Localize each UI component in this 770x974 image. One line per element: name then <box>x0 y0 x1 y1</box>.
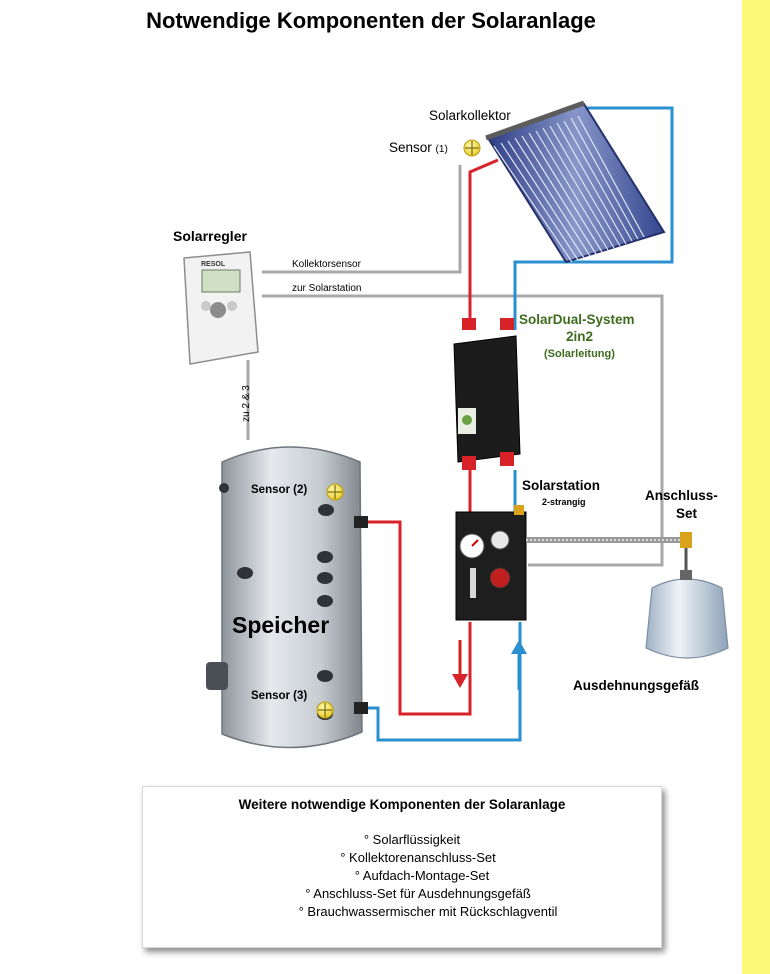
sensor-3-icon <box>316 701 334 719</box>
solarregler-label: Solarregler <box>173 228 247 244</box>
anschluss-set-label-line1: Anschluss- <box>645 488 718 503</box>
list-item: ° Kollektorenanschluss-Set <box>340 850 496 865</box>
ausdehnungsgefaess-label: Ausdehnungsgefäß <box>573 678 700 693</box>
cold-pipe-bottom <box>362 622 522 742</box>
zu-2-3-label: zu 2 & 3 <box>240 385 252 422</box>
solarstation-strang-label: 2-strangig <box>542 497 586 507</box>
list-item: ° Brauchwassermischer mit Rückschlagvent… <box>298 904 558 919</box>
solardual-note: (Solarleitung) <box>544 348 615 360</box>
components-box: Weitere notwendige Komponenten der Solar… <box>142 786 662 948</box>
sensor-3-label: Sensor (3) <box>251 690 308 702</box>
solarstation-label: Solarstation <box>522 478 601 493</box>
kollektorsensor-line <box>262 165 462 274</box>
expansion-vessel-icon <box>645 570 729 659</box>
storage-tank-icon <box>206 446 368 749</box>
list-item: ° Anschluss-Set für Ausdehnungsgefäß <box>305 886 531 901</box>
sensor-2-label: Sensor (2) <box>251 484 308 496</box>
connection-hose-icon <box>526 532 692 572</box>
sensor-1-label: Sensor (1) <box>389 140 448 155</box>
kollektorsensor-label: Kollektorsensor <box>292 259 361 270</box>
solar-controller-icon: RESOL <box>183 251 259 365</box>
signal-lines <box>246 165 664 567</box>
sensor-1-label-num: (1) <box>435 144 448 155</box>
zur-solarstation-label: zur Solarstation <box>292 283 362 294</box>
solarkollektor-label: Solarkollektor <box>429 108 511 123</box>
hot-pipes <box>362 158 499 716</box>
collector-return-pipe <box>513 106 674 330</box>
speicher-label: Speicher <box>232 612 330 638</box>
hot-pipe-bottom <box>362 520 472 716</box>
solar-station-icon <box>455 505 527 621</box>
anschluss-set-label-line2: Set <box>676 506 698 521</box>
list-item: ° Solarflüssigkeit <box>363 832 461 847</box>
side-strip <box>742 0 770 974</box>
solardual-subtitle: 2in2 <box>566 329 594 344</box>
up-arrow-icon <box>511 640 527 690</box>
solardual-title: SolarDual-System <box>519 312 635 327</box>
list-item: ° Aufdach-Montage-Set <box>354 868 490 883</box>
sensor-2-icon <box>326 483 344 501</box>
sensor-1-icon <box>463 139 481 157</box>
down-arrow-icon <box>452 640 468 688</box>
page-title: Notwendige Komponenten der Solaranlage <box>146 8 596 33</box>
sensor-1-label-main: Sensor <box>389 140 432 155</box>
components-list: ° Solarflüssigkeit ° Kollektorenanschlus… <box>143 831 661 921</box>
collector-flow-pipe <box>468 158 499 330</box>
components-box-title: Weitere notwendige Komponenten der Solar… <box>238 797 566 812</box>
solarstation-signal-line <box>262 294 664 567</box>
solardual-module-icon <box>453 318 521 470</box>
solar-collector-icon <box>485 100 666 264</box>
regler-brand: RESOL <box>201 261 226 268</box>
